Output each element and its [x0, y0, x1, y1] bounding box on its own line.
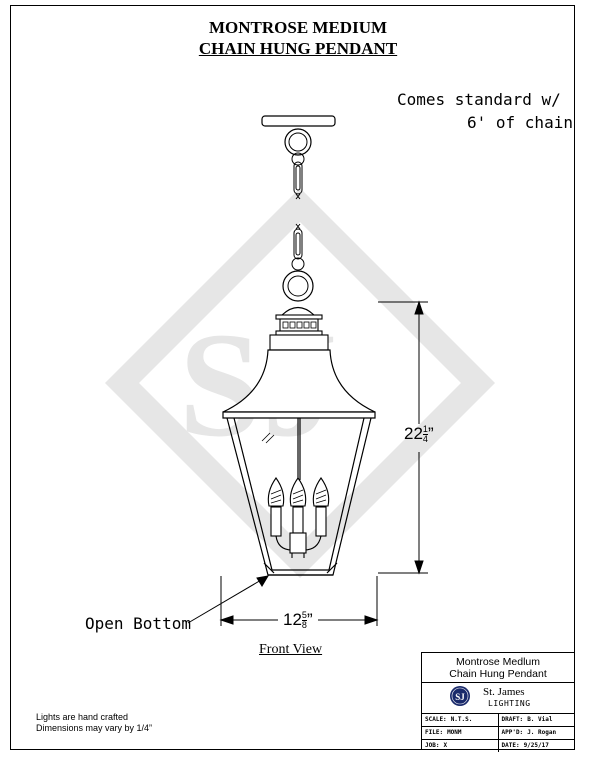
- lantern-roof: [222, 349, 376, 419]
- chain-note-line2: 6' of chain: [467, 113, 573, 132]
- svg-text:SJ: SJ: [455, 692, 465, 702]
- width-whole: 12: [283, 610, 302, 629]
- loop-ring: [282, 270, 314, 302]
- canopy: [261, 115, 336, 127]
- footer-note-2: Dimensions may vary by 1/4”: [36, 723, 153, 733]
- view-label: Front View: [259, 642, 323, 657]
- drawing-subtitle: CHAIN HUNG PENDANT: [198, 39, 398, 58]
- title-block: Montrose Medlum Chain Hung Pendant St. J…: [421, 652, 575, 752]
- company-name: St. James: [483, 686, 525, 698]
- footer-note-1: Lights are hand crafted: [36, 712, 129, 722]
- top-ring: [284, 128, 312, 156]
- title-block-row: FILE:MONM APP'D:J. Rogan: [422, 727, 574, 740]
- height-whole: 22: [404, 424, 423, 443]
- title-block-product: Montrose Medlum Chain Hung Pendant: [422, 653, 574, 683]
- candle-cluster: [267, 477, 330, 558]
- drawing-border: [10, 5, 575, 750]
- title-block-logo: SJ: [450, 686, 470, 706]
- company-tagline: LIGHTING: [488, 699, 531, 708]
- open-bottom-leader: [187, 575, 269, 624]
- drawing-title: MONTROSE MEDIUM: [208, 18, 388, 37]
- chain-lower: [291, 223, 305, 271]
- watermark: [105, 188, 495, 578]
- title-block-company: St. James LIGHTING: [422, 683, 574, 714]
- title-block-row: SCALE:N.T.S. DRAFT:B. Vial: [422, 714, 574, 727]
- height-dimension: [378, 300, 428, 575]
- lantern-body: [226, 417, 372, 576]
- open-bottom-callout: Open Bottom: [85, 614, 191, 633]
- chain-upper: [291, 152, 305, 200]
- chain-note-line1: Comes standard w/: [397, 90, 561, 109]
- title-block-row: JOB:X DATE:9/25/17: [422, 740, 574, 752]
- width-dimension: [219, 576, 379, 626]
- lantern-cap: [269, 306, 329, 351]
